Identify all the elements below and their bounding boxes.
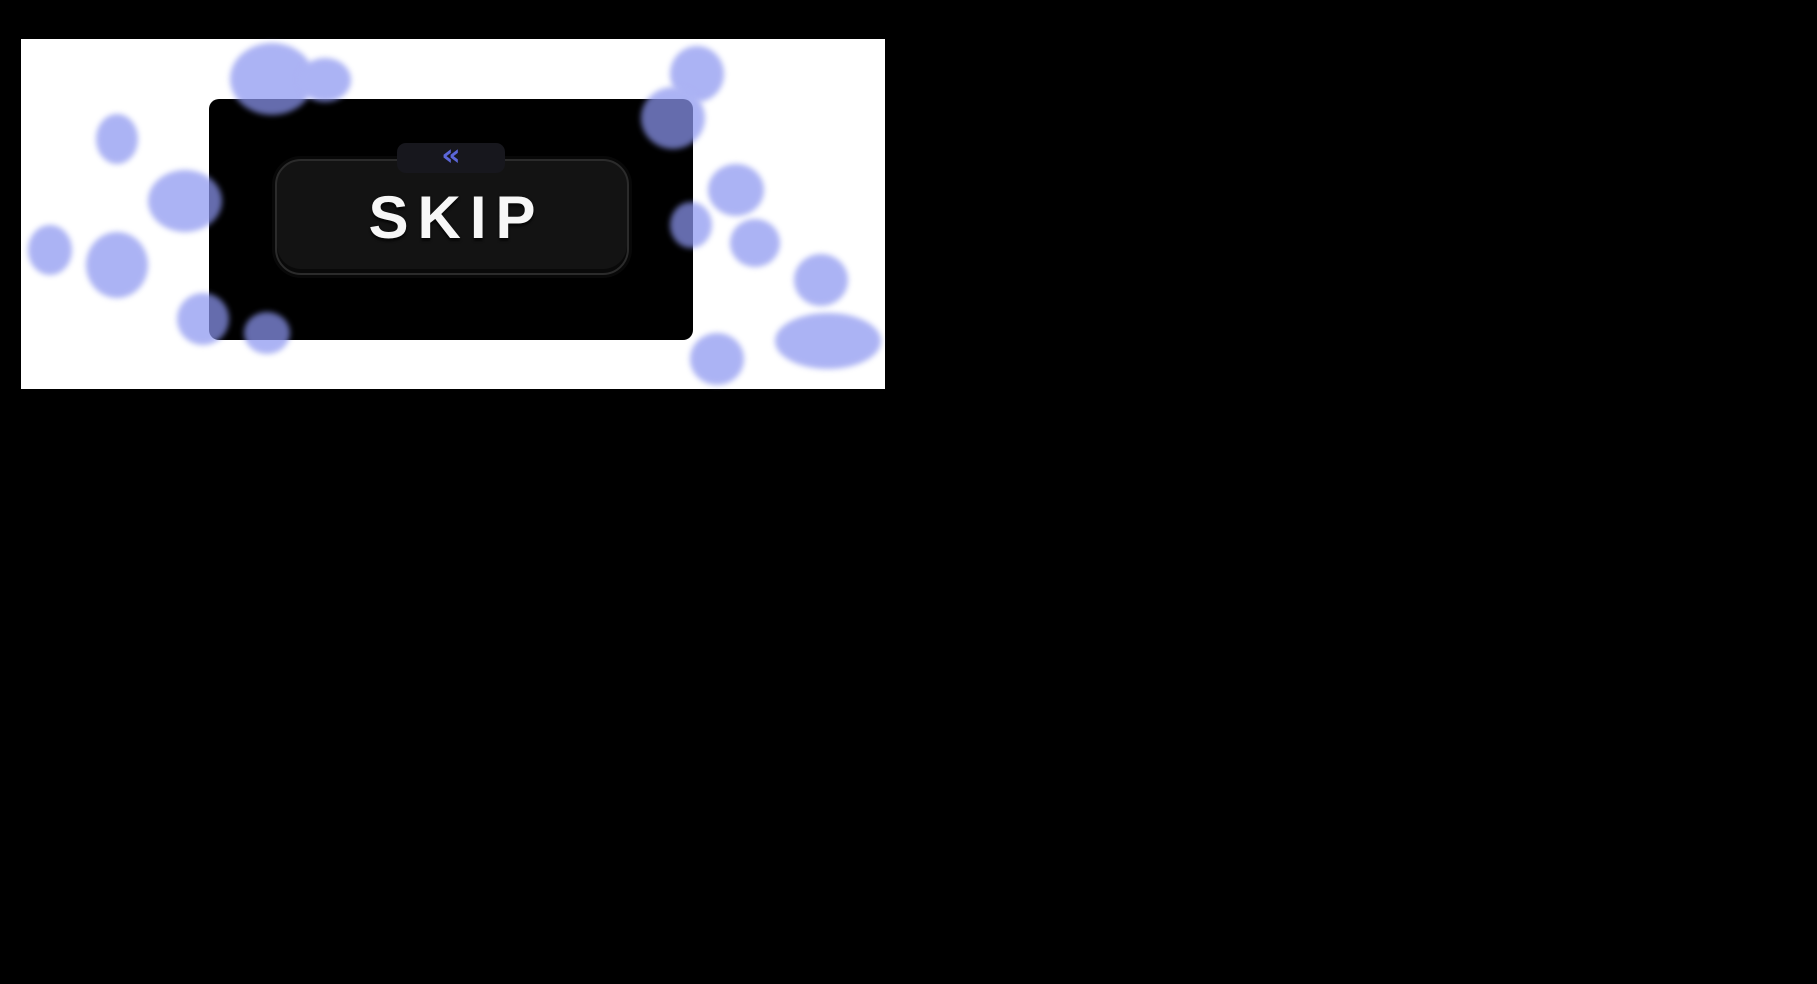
dialog-card: « SKIP <box>209 99 693 340</box>
double-chevron-left-icon: « <box>441 137 461 173</box>
skip-button[interactable]: SKIP <box>275 159 629 275</box>
screenshot-panel: « SKIP <box>21 39 885 389</box>
collapse-tab-button[interactable]: « <box>397 137 505 173</box>
skip-button-label: SKIP <box>368 183 545 251</box>
